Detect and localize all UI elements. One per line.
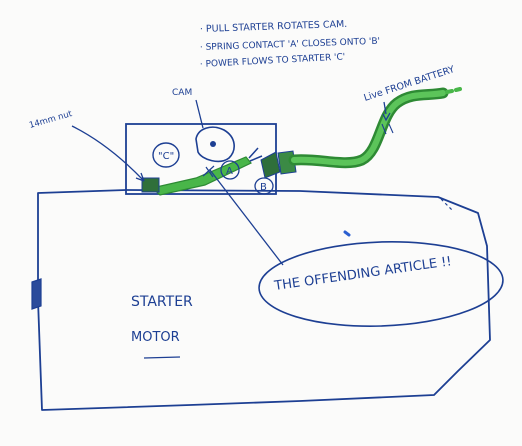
terminal-b-block [261,152,280,178]
contact-arm [249,148,262,161]
note-line-2: · SPRING CONTACT 'A' CLOSES ONTO 'B' [200,37,381,53]
cam-pivot [210,141,216,147]
contact-b-label: B [260,182,267,193]
note-line-3: · POWER FLOWS TO STARTER 'C' [200,52,346,70]
starter-label: STARTER [131,294,193,310]
cam-label: CAM [172,88,192,98]
motor-underline [144,357,180,358]
offending-pointer [210,170,283,265]
battery-cable-highlight [294,93,443,163]
note-line-1: · PULL STARTER ROTATES CAM. [200,19,348,35]
nut-arrow [72,126,144,181]
blue-ink-mark [345,232,349,235]
nut-label: 14mm nut [28,109,74,131]
motor-label: MOTOR [131,330,180,345]
starter-motor-side-flap [32,279,41,309]
terminal-c-label: "C" [158,151,174,162]
contact-a-label: A [226,166,233,177]
offending-article-label: THE OFFENDING ARTICLE !! [272,254,452,294]
nut-terminal [142,178,159,192]
cable-end-dashes [447,89,460,92]
